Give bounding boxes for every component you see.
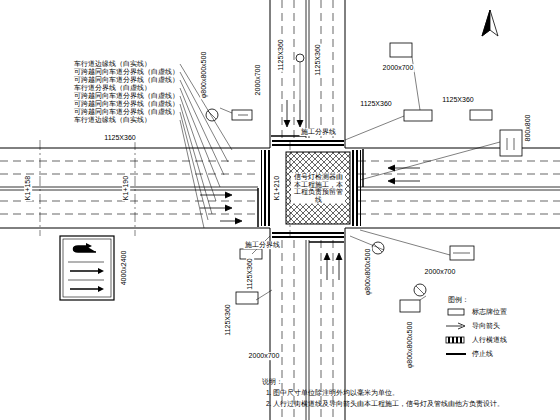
dimension-label: 800x800 xyxy=(524,114,532,143)
marking-note: 可跨越同向车道分界线（白虚线） xyxy=(74,68,179,76)
dimension-label: φ800x800x500 xyxy=(200,51,208,100)
dimension-label: 1125X360 xyxy=(103,134,136,142)
dimension-label: 4000x2400 xyxy=(120,250,128,287)
legend-entry: 停止线 xyxy=(472,350,493,358)
marking-note: 可跨越同向车道分界线（白虚线） xyxy=(74,92,179,100)
center-note: 信号灯检测器由本工程施工，本工程负责预留管线 xyxy=(291,173,345,204)
boundary-label: 施工分界线 xyxy=(300,128,337,136)
boundary-label: 施工分界线 xyxy=(244,241,281,249)
marking-note: 车行道边缘线（白实线） xyxy=(74,116,151,124)
marking-note: 可跨越同向车道分界线（白虚线） xyxy=(74,108,179,116)
station-mark: K1+190 xyxy=(122,175,130,201)
dimension-label: 2000x700 xyxy=(248,352,281,360)
dimension-label: 2000x700 xyxy=(382,64,415,72)
dimension-label: 2000x700 xyxy=(254,64,262,97)
note-text: 图例： xyxy=(448,296,469,304)
legend-entry: 标志牌位置 xyxy=(472,308,507,316)
note-text: 说明： xyxy=(262,378,283,386)
dimension-label: 1125X360 xyxy=(359,100,392,108)
dimension-label: 2000x700 xyxy=(424,268,457,276)
dimension-label: 1125X360 xyxy=(441,96,474,104)
station-mark: K1+210 xyxy=(273,175,281,201)
note-text: 2. 人行过街横道线及导向箭头由本工程施工，信号灯及管线由他方负责设计。 xyxy=(266,400,504,407)
station-mark: K1+158 xyxy=(24,175,32,201)
dimension-label: 1125X360 xyxy=(224,303,232,336)
marking-note: 车行道分界线（白虚线） xyxy=(74,84,151,92)
legend-entry: 人行横道线 xyxy=(472,336,507,344)
note-text: 1. 图中尺寸单位除注明外均以毫米为单位。 xyxy=(266,389,399,396)
dimension-label: φ800x800x500 xyxy=(406,321,414,370)
marking-note: 车行道边缘线（白实线） xyxy=(74,60,151,68)
marking-note: 可跨越同向车道分界线（白虚线） xyxy=(74,100,179,108)
dimension-label: 1125X360 xyxy=(277,38,285,71)
dimension-label: φ800x800x500 xyxy=(364,248,372,297)
dimension-label: 1125X360 xyxy=(246,257,254,290)
dimension-label: 1125X360 xyxy=(314,43,322,76)
legend-entry: 导向箭头 xyxy=(472,322,500,330)
marking-note: 可跨越同向车道分界线（白虚线） xyxy=(74,76,179,84)
